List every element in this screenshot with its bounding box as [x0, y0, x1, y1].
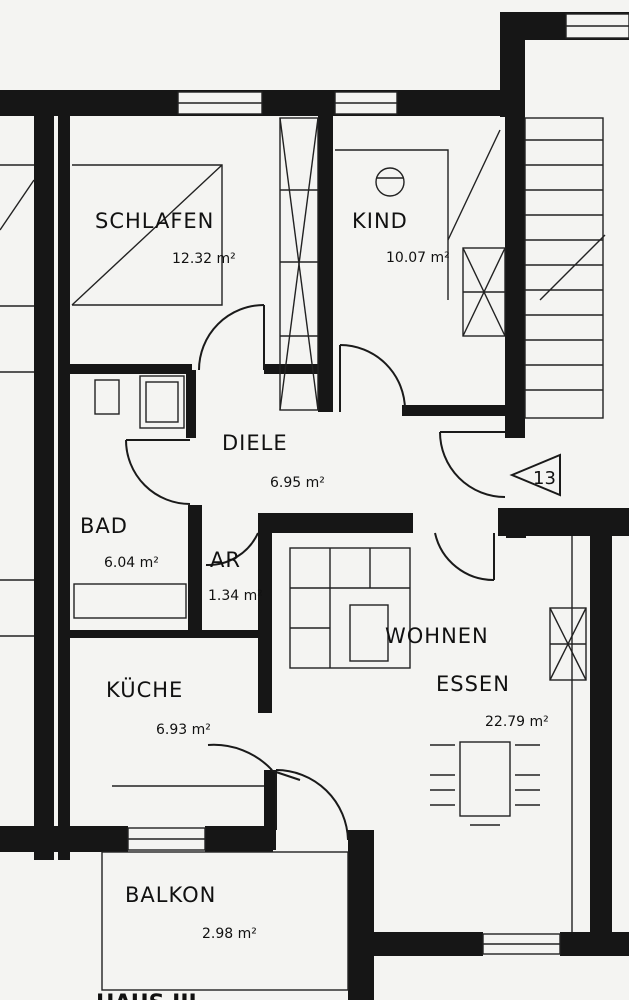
room-wohnen-label: WOHNEN [385, 624, 489, 648]
room-essen-label: ESSEN [436, 672, 510, 696]
room-balkon-area: 2.98 m² [202, 926, 257, 942]
room-balkon-label: BALKON [125, 883, 216, 907]
room-ar-label: AR [210, 548, 241, 572]
walls [0, 12, 629, 1000]
doors [125, 304, 506, 841]
room-kind-area: 10.07 m² [386, 250, 450, 266]
room-kueche-label: KÜCHE [106, 677, 183, 702]
room-schlafen-label: SCHLAFEN [95, 209, 214, 233]
room-kind-label: KIND [352, 209, 408, 233]
room-bad-area: 6.04 m² [104, 555, 159, 571]
room-kueche-area: 6.93 m² [156, 722, 211, 738]
room-bad-label: BAD [80, 514, 128, 538]
house-label: HAUS III [96, 991, 197, 1000]
interior-lines [0, 117, 606, 991]
room-diele-label: DIELE [222, 431, 288, 455]
windows [127, 13, 629, 955]
room-schlafen-area: 12.32 m² [172, 251, 236, 267]
room-labels: SCHLAFEN 12.32 m² KIND 10.07 m² DIELE 6.… [80, 209, 549, 1000]
room-ar-area: 1.34 m² [208, 588, 263, 604]
room-diele-area: 6.95 m² [270, 475, 325, 491]
stair-marker-number: 13 [533, 468, 556, 489]
stair-marker: 13 [509, 453, 561, 497]
room-wohnen-area: 22.79 m² [485, 714, 549, 730]
